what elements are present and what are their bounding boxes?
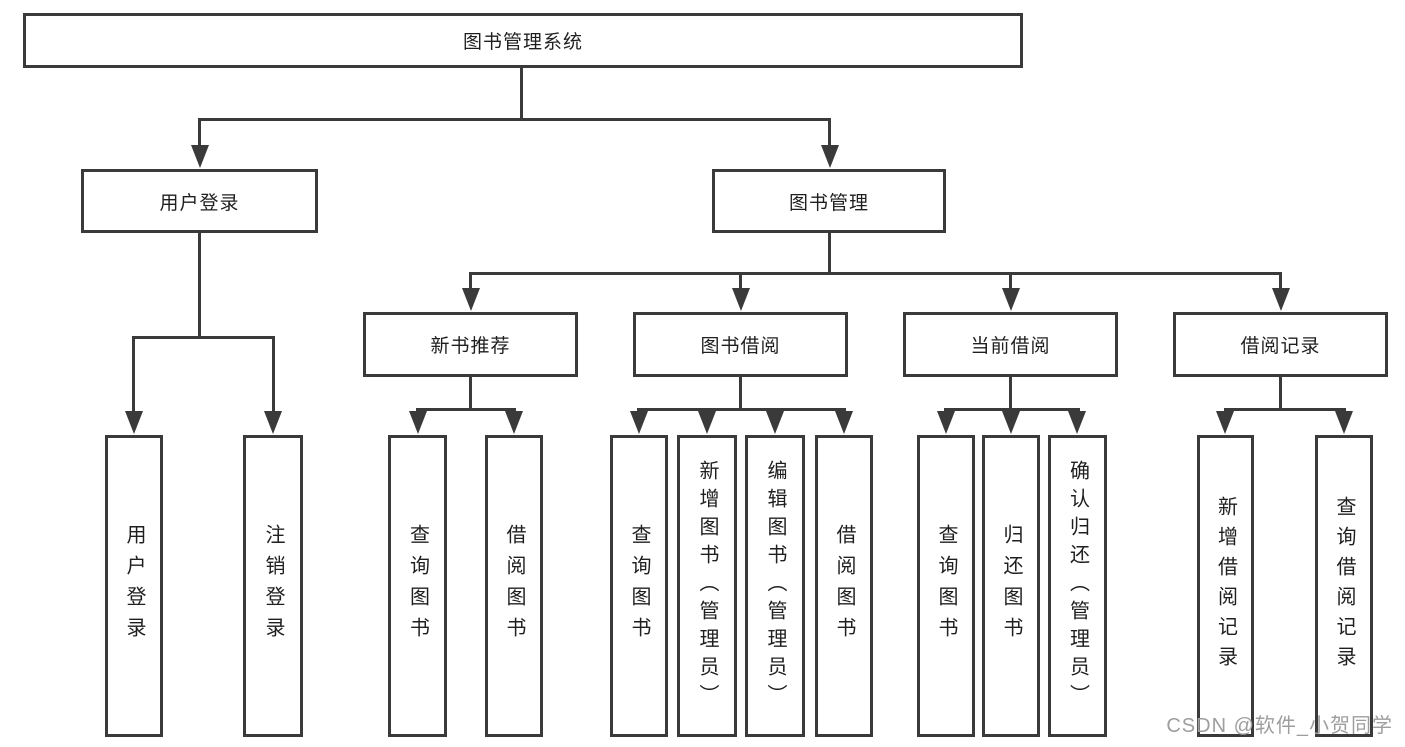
arrow-down-icon bbox=[766, 411, 784, 434]
leaf-add-borrow-record: 新增借阅记录 bbox=[1197, 435, 1254, 737]
arrow-down-icon bbox=[264, 411, 282, 434]
leaf-label: 借阅图书 bbox=[833, 524, 855, 648]
connector-line bbox=[739, 377, 742, 409]
connector-line bbox=[198, 118, 831, 121]
connector-line bbox=[272, 336, 275, 413]
arrow-down-icon bbox=[732, 288, 750, 311]
arrow-down-icon bbox=[505, 411, 523, 434]
connector-line bbox=[1279, 272, 1282, 291]
leaf-query-books-current: 查询图书 bbox=[917, 435, 975, 737]
leaf-label: 查询图书 bbox=[406, 524, 429, 648]
leaf-label: 查询图书 bbox=[935, 524, 957, 648]
arrow-down-icon bbox=[1068, 411, 1086, 434]
arrow-down-icon bbox=[1272, 288, 1290, 311]
connector-line bbox=[1009, 377, 1012, 409]
connector-line bbox=[520, 68, 523, 118]
connector-line bbox=[828, 233, 831, 274]
arrow-down-icon bbox=[1002, 411, 1020, 434]
node-label: 图书管理 bbox=[788, 192, 869, 214]
leaf-user-login: 用户登录 bbox=[105, 435, 163, 737]
leaf-query-books-recommend: 查询图书 bbox=[388, 435, 447, 737]
connector-line bbox=[469, 377, 472, 409]
node-label: 当前借阅 bbox=[970, 336, 1051, 357]
node-label: 图书借阅 bbox=[700, 336, 781, 357]
node-label: 借阅记录 bbox=[1240, 336, 1321, 357]
connector-line bbox=[1279, 377, 1282, 409]
arrow-down-icon bbox=[1002, 288, 1020, 311]
leaf-label: 新增借阅记录 bbox=[1214, 496, 1237, 676]
node-root: 图书管理系统 bbox=[23, 13, 1023, 68]
leaf-confirm-return-admin: 确认归还（管理员） bbox=[1048, 435, 1107, 737]
arrow-down-icon bbox=[821, 145, 839, 168]
leaf-query-borrow-record: 查询借阅记录 bbox=[1315, 435, 1373, 737]
arrow-down-icon bbox=[937, 411, 955, 434]
leaf-label: 确认归还（管理员） bbox=[1066, 460, 1089, 712]
node-user-login: 用户登录 bbox=[81, 169, 318, 233]
connector-line bbox=[198, 233, 201, 337]
connector-line bbox=[132, 336, 135, 413]
node-label: 用户登录 bbox=[159, 192, 240, 214]
connector-line bbox=[132, 336, 275, 339]
node-borrow-records: 借阅记录 bbox=[1173, 312, 1388, 377]
leaf-label: 注销登录 bbox=[262, 524, 284, 648]
node-new-book-recommend: 新书推荐 bbox=[363, 312, 578, 377]
connector-line bbox=[944, 408, 1080, 411]
leaf-label: 查询借阅记录 bbox=[1333, 496, 1355, 676]
connector-line bbox=[469, 272, 1282, 275]
arrow-down-icon bbox=[409, 411, 427, 434]
arrow-down-icon bbox=[1335, 411, 1353, 434]
arrow-down-icon bbox=[125, 411, 143, 434]
connector-line bbox=[198, 118, 201, 148]
connector-line bbox=[416, 408, 516, 411]
node-book-management: 图书管理 bbox=[712, 169, 946, 233]
leaf-label: 归还图书 bbox=[1000, 524, 1022, 648]
leaf-return-books: 归还图书 bbox=[982, 435, 1040, 737]
connector-line bbox=[739, 272, 742, 291]
leaf-label: 用户登录 bbox=[123, 524, 145, 648]
leaf-label: 新增图书（管理员） bbox=[696, 460, 718, 712]
leaf-add-books-admin: 新增图书（管理员） bbox=[677, 435, 737, 737]
leaf-label: 编辑图书（管理员） bbox=[764, 460, 786, 712]
arrow-down-icon bbox=[1216, 411, 1234, 434]
connector-line bbox=[637, 408, 846, 411]
connector-line bbox=[1009, 272, 1012, 291]
leaf-logout: 注销登录 bbox=[243, 435, 303, 737]
connector-line bbox=[1224, 408, 1346, 411]
leaf-borrow-books-recommend: 借阅图书 bbox=[485, 435, 543, 737]
leaf-borrow-books: 借阅图书 bbox=[815, 435, 873, 737]
connector-line bbox=[828, 118, 831, 148]
node-label: 新书推荐 bbox=[430, 336, 511, 357]
arrow-down-icon bbox=[835, 411, 853, 434]
csdn-watermark: CSDN @软件_小贺同学 bbox=[1166, 715, 1393, 737]
leaf-label: 查询图书 bbox=[628, 524, 650, 648]
leaf-label: 借阅图书 bbox=[503, 524, 525, 648]
connector-line bbox=[469, 272, 472, 291]
arrow-down-icon bbox=[630, 411, 648, 434]
leaf-edit-books-admin: 编辑图书（管理员） bbox=[745, 435, 805, 737]
node-book-borrow: 图书借阅 bbox=[633, 312, 848, 377]
leaf-query-books-borrow: 查询图书 bbox=[610, 435, 668, 737]
arrow-down-icon bbox=[462, 288, 480, 311]
node-current-borrow: 当前借阅 bbox=[903, 312, 1118, 377]
arrow-down-icon bbox=[698, 411, 716, 434]
arrow-down-icon bbox=[191, 145, 209, 168]
node-root-label: 图书管理系统 bbox=[462, 32, 583, 53]
